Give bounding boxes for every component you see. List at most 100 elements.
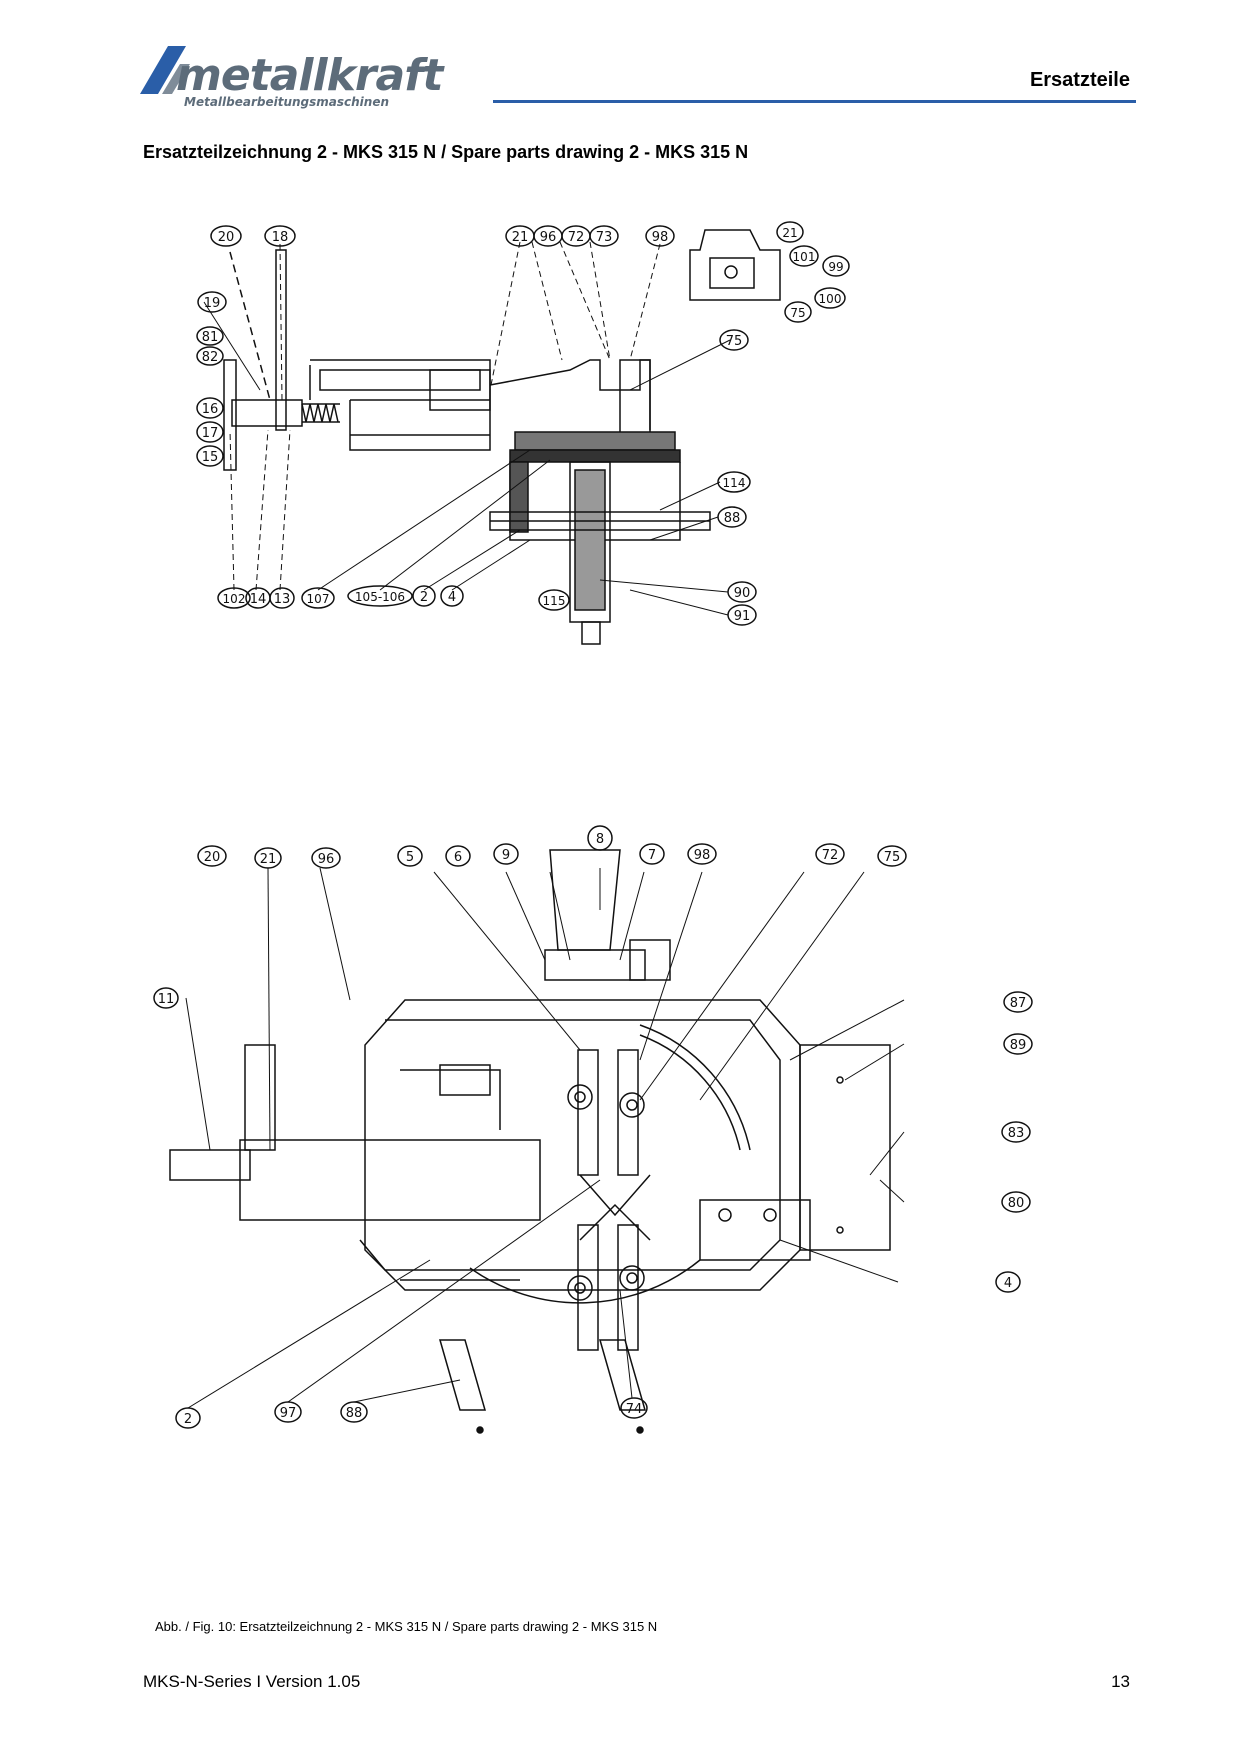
callout-20: 20 bbox=[197, 845, 227, 867]
clamp-bolt-icon bbox=[619, 1092, 645, 1118]
svg-text:20: 20 bbox=[218, 230, 235, 245]
callout-100: 100 bbox=[814, 287, 846, 309]
callout-88: 88 bbox=[717, 506, 747, 528]
callout-6: 6 bbox=[445, 845, 471, 867]
callout-13: 13 bbox=[269, 587, 295, 609]
callout-11: 11 bbox=[153, 987, 179, 1009]
svg-text:2: 2 bbox=[420, 590, 428, 605]
callout-87: 87 bbox=[1003, 991, 1033, 1013]
svg-text:17: 17 bbox=[202, 426, 219, 441]
svg-text:13: 13 bbox=[274, 592, 291, 607]
svg-text:21: 21 bbox=[782, 226, 797, 240]
svg-text:96: 96 bbox=[540, 230, 557, 245]
svg-text:99: 99 bbox=[828, 260, 843, 274]
svg-text:100: 100 bbox=[819, 292, 842, 306]
metallkraft-logo: metallkraft Metallbearbeitungsmaschinen bbox=[140, 46, 446, 109]
spare-parts-drawing-side-view: 20 18 21 96 72 73 98 21 101 99 100 75 19… bbox=[196, 221, 850, 645]
callout-14: 14 bbox=[245, 587, 271, 609]
callout-89: 89 bbox=[1003, 1033, 1033, 1055]
svg-text:4: 4 bbox=[448, 590, 456, 605]
callout-2: 2 bbox=[412, 585, 436, 607]
callout-88: 88 bbox=[340, 1401, 368, 1423]
svg-text:83: 83 bbox=[1008, 1126, 1025, 1141]
callout-81: 81 bbox=[196, 326, 224, 346]
lever-handle bbox=[244, 1044, 276, 1151]
callout-75-detail: 75 bbox=[784, 301, 812, 323]
svg-text:80: 80 bbox=[1008, 1196, 1025, 1211]
svg-text:75: 75 bbox=[884, 850, 901, 865]
svg-text:7: 7 bbox=[648, 848, 656, 863]
logo-mark-icon bbox=[162, 64, 190, 94]
svg-text:81: 81 bbox=[202, 330, 219, 345]
page-number: 13 bbox=[1111, 1672, 1130, 1691]
callout-21-detail: 21 bbox=[776, 221, 804, 243]
callout-105-106: 105-106 bbox=[347, 585, 413, 607]
spare-parts-drawing-top-view: 8 20 21 96 5 6 9 7 98 72 75 87 89 11 83 … bbox=[153, 825, 1033, 1434]
callout-82: 82 bbox=[196, 346, 224, 366]
callout-101: 101 bbox=[789, 245, 819, 267]
svg-text:21: 21 bbox=[260, 852, 277, 867]
callout-75: 75 bbox=[719, 329, 749, 351]
callout-21: 21 bbox=[254, 847, 282, 869]
svg-text:4: 4 bbox=[1004, 1276, 1012, 1291]
svg-text:16: 16 bbox=[202, 402, 219, 417]
svg-text:11: 11 bbox=[158, 992, 175, 1007]
svg-text:72: 72 bbox=[568, 230, 585, 245]
callout-83: 83 bbox=[1001, 1121, 1031, 1143]
callout-18: 18 bbox=[264, 225, 296, 247]
callout-99: 99 bbox=[822, 255, 850, 277]
callout-5: 5 bbox=[397, 845, 423, 867]
svg-text:102: 102 bbox=[223, 592, 246, 606]
logo-wordmark: metallkraft bbox=[176, 50, 445, 101]
callout-96: 96 bbox=[533, 225, 563, 247]
callout-15: 15 bbox=[196, 445, 224, 467]
callout-72: 72 bbox=[815, 843, 845, 865]
callout-2: 2 bbox=[175, 1407, 201, 1429]
callout-17: 17 bbox=[196, 421, 224, 443]
callout-4: 4 bbox=[995, 1271, 1021, 1293]
svg-text:105-106: 105-106 bbox=[355, 590, 405, 604]
svg-text:72: 72 bbox=[822, 848, 839, 863]
svg-text:20: 20 bbox=[204, 850, 221, 865]
section-title: Ersatzteile bbox=[1029, 69, 1130, 91]
svg-text:9: 9 bbox=[502, 848, 510, 863]
callout-115: 115 bbox=[538, 589, 570, 611]
callout-90: 90 bbox=[727, 581, 757, 603]
svg-text:101: 101 bbox=[793, 250, 816, 264]
svg-text:6: 6 bbox=[454, 850, 462, 865]
clamp-bolt-icon bbox=[619, 1265, 645, 1291]
logo-tagline: Metallbearbeitungsmaschinen bbox=[184, 95, 389, 109]
svg-text:115: 115 bbox=[543, 594, 566, 608]
svg-text:90: 90 bbox=[734, 586, 751, 601]
svg-text:74: 74 bbox=[626, 1402, 643, 1417]
callout-8: 8 bbox=[587, 825, 613, 851]
callout-98: 98 bbox=[687, 843, 717, 865]
svg-text:73: 73 bbox=[596, 230, 613, 245]
svg-text:19: 19 bbox=[204, 296, 221, 311]
svg-text:98: 98 bbox=[652, 230, 669, 245]
motor-tube bbox=[549, 849, 621, 951]
svg-text:82: 82 bbox=[202, 350, 219, 365]
clamp-bolt-icon bbox=[567, 1275, 593, 1301]
svg-text:15: 15 bbox=[202, 450, 219, 465]
callout-19: 19 bbox=[197, 291, 227, 313]
callout-4: 4 bbox=[440, 585, 464, 607]
svg-text:75: 75 bbox=[790, 306, 805, 320]
callout-80: 80 bbox=[1001, 1191, 1031, 1213]
footer-version: MKS-N-Series I Version 1.05 bbox=[143, 1672, 361, 1691]
svg-text:18: 18 bbox=[272, 230, 289, 245]
svg-text:88: 88 bbox=[346, 1406, 363, 1421]
svg-text:5: 5 bbox=[406, 850, 414, 865]
svg-text:2: 2 bbox=[184, 1412, 192, 1427]
svg-text:87: 87 bbox=[1010, 996, 1027, 1011]
svg-text:96: 96 bbox=[318, 852, 335, 867]
callout-7: 7 bbox=[639, 843, 665, 865]
svg-text:75: 75 bbox=[726, 334, 743, 349]
svg-text:98: 98 bbox=[694, 848, 711, 863]
callout-98: 98 bbox=[645, 225, 675, 247]
svg-text:89: 89 bbox=[1010, 1038, 1027, 1053]
figure-caption: Abb. / Fig. 10: Ersatzteilzeichnung 2 - … bbox=[155, 1619, 658, 1634]
callout-91: 91 bbox=[727, 604, 757, 626]
header-rule bbox=[493, 100, 1136, 103]
callout-107: 107 bbox=[301, 587, 335, 609]
